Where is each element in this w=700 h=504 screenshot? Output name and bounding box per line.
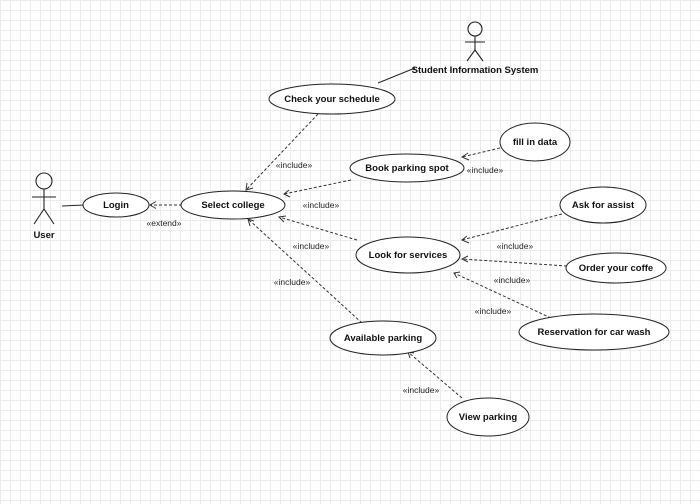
relation-line: [407, 351, 463, 399]
arrowhead: [149, 201, 157, 209]
actor-user[interactable]: User: [32, 172, 56, 241]
use-case-label: Reservation for car wash: [538, 327, 651, 338]
relation-available-include-view: «include»: [403, 351, 463, 399]
relation-line: [283, 179, 352, 195]
use-case-available-parking[interactable]: Available parking: [329, 320, 437, 356]
relation-label: «include»: [274, 277, 311, 287]
relation-label: «include»: [494, 275, 531, 285]
relation-line: [245, 113, 319, 191]
arrowhead: [461, 235, 470, 244]
relation-label: «include»: [497, 241, 534, 251]
relation-label: «include»: [293, 241, 330, 251]
use-case-label: Select college: [201, 200, 264, 211]
arrowhead: [245, 182, 254, 191]
use-case-shape: [499, 122, 571, 162]
relation-line: [247, 218, 363, 324]
use-case-label: Login: [103, 200, 129, 211]
use-case-label: Ask for assist: [572, 200, 635, 211]
relation-services-include-coffe: «include»: [460, 255, 568, 285]
relation-label: «include»: [276, 160, 313, 170]
use-case-label: fill in data: [513, 137, 558, 148]
arrowhead: [283, 189, 291, 198]
use-case-shape: [518, 313, 670, 351]
arrowhead: [460, 255, 469, 263]
actor-sis-leg-right: [474, 49, 484, 62]
use-case-shape: [446, 397, 530, 437]
use-case-fill-in-data[interactable]: fill in data: [499, 122, 571, 162]
use-case-shape: [565, 252, 667, 284]
relation-select-include-available: «include»: [247, 218, 363, 324]
use-case-label: Book parking spot: [365, 163, 449, 174]
use-case-shape: [329, 320, 437, 356]
actor-student-information-system[interactable]: Student Information System: [412, 21, 539, 76]
use-case-label: Check your schedule: [284, 94, 380, 105]
actor-sis-leg-left: [466, 49, 476, 62]
arrowhead: [460, 152, 470, 161]
arrowhead: [247, 218, 255, 227]
relation-line: [453, 272, 552, 319]
use-case-label: View parking: [459, 412, 518, 423]
relation-line: [278, 216, 358, 241]
relation-select-include-services: «include»: [277, 215, 358, 251]
use-case-shape: [559, 186, 647, 224]
relation-services-include-wash: «include»: [453, 271, 552, 319]
actor-sis-head: [467, 21, 483, 37]
relation-select-include-book: «include»: [283, 179, 352, 210]
relation-label: «include»: [467, 165, 504, 175]
actor-user-head: [35, 172, 53, 190]
actor-user-label: User: [33, 230, 54, 241]
actor-user-leg-left: [33, 208, 45, 225]
use-case-shape: [180, 190, 286, 220]
use-case-label: Order your coffe: [579, 263, 653, 274]
relation-line: [461, 147, 501, 158]
use-case-look-for-services[interactable]: Look for services: [355, 236, 461, 274]
relation-label: «extend»: [147, 218, 182, 228]
relation-label: «include»: [475, 306, 512, 316]
use-case-ask-for-assist[interactable]: Ask for assist: [559, 186, 647, 224]
relation-line: [461, 213, 563, 241]
use-case-book-parking-spot[interactable]: Book parking spot: [349, 153, 465, 183]
relation-label: «include»: [403, 385, 440, 395]
relation-label: «include»: [303, 200, 340, 210]
relation-select-include-schedule: «include»: [245, 113, 319, 191]
relation-line: [461, 258, 568, 267]
use-case-order-your-coffe[interactable]: Order your coffe: [565, 252, 667, 284]
relation-login-extend-select: «extend»: [147, 201, 182, 228]
use-case-reservation-car-wash[interactable]: Reservation for car wash: [518, 313, 670, 351]
use-case-shape: [82, 192, 150, 218]
association-schedule-sis: [377, 67, 416, 84]
actor-user-leg-right: [43, 208, 55, 225]
use-case-login[interactable]: Login: [82, 192, 150, 218]
use-case-check-schedule[interactable]: Check your schedule: [268, 83, 396, 115]
association-user-login: [61, 204, 85, 207]
use-case-label: Look for services: [369, 250, 448, 261]
use-case-view-parking[interactable]: View parking: [446, 397, 530, 437]
use-case-shape: [349, 153, 465, 183]
actor-sis-label: Student Information System: [412, 65, 539, 76]
use-case-shape: [268, 83, 396, 115]
use-case-select-college[interactable]: Select college: [180, 190, 286, 220]
use-case-label: Available parking: [344, 333, 423, 344]
arrowhead: [277, 215, 287, 223]
use-case-shape: [355, 236, 461, 274]
relation-book-include-fill: «include»: [460, 147, 504, 175]
arrowhead: [453, 271, 461, 279]
relation-services-include-assist: «include»: [461, 213, 563, 251]
